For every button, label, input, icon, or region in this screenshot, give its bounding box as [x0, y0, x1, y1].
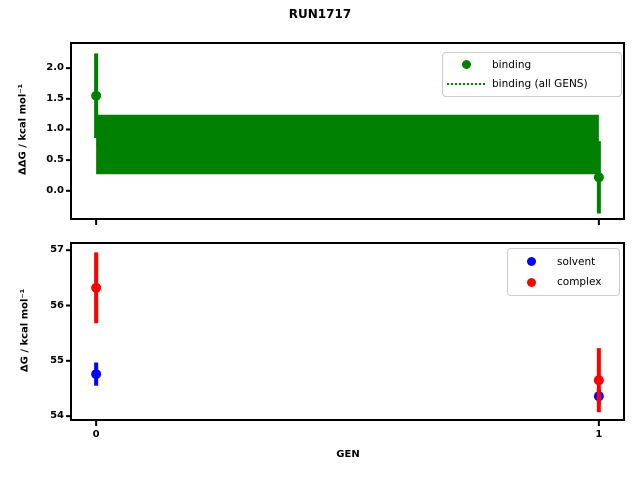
legend-binding: binding binding (all GENS)	[442, 52, 622, 97]
y-tick-label: 55	[50, 354, 64, 366]
legend-label-complex: complex	[557, 276, 602, 289]
binding-point	[593, 172, 604, 183]
y-tick-label: 56	[50, 299, 64, 311]
legend-dg: solvent complex	[507, 248, 620, 296]
legend-label-solvent: solvent	[557, 255, 596, 268]
y-tick-label: 0.5	[46, 154, 64, 166]
legend-row-binding: binding	[446, 55, 615, 75]
binding-point	[91, 90, 102, 101]
legend-marker-dot-icon	[511, 277, 551, 287]
y-tick-label: 1.5	[46, 92, 64, 104]
figure-title: RUN1717	[288, 7, 352, 21]
legend-label-binding-all-gens: binding (all GENS)	[492, 78, 588, 91]
y-tick-label: 1.0	[46, 123, 64, 135]
legend-row-solvent: solvent	[511, 252, 613, 272]
legend-marker-dotted-line-icon	[446, 83, 486, 86]
legend-marker-dot-icon	[511, 257, 551, 267]
complex-point	[91, 282, 102, 293]
legend-row-complex: complex	[511, 272, 613, 292]
x-axis-label: GEN	[336, 449, 360, 460]
axes-spines	[70, 42, 625, 220]
x-tick-label: 1	[595, 429, 603, 440]
y-tick-label: 2.0	[46, 62, 64, 74]
y-tick-label: 54	[50, 410, 64, 422]
y-tick-label: 57	[50, 244, 64, 256]
solvent-point	[91, 369, 102, 380]
axes-spines	[70, 242, 625, 421]
y-tick-label: 0.0	[46, 184, 64, 196]
legend-row-binding-all-gens: binding (all GENS)	[446, 75, 615, 95]
x-tick-label: 0	[92, 429, 100, 440]
legend-marker-dot-icon	[446, 60, 486, 70]
legend-label-binding: binding	[492, 58, 532, 71]
complex-point	[593, 375, 604, 386]
